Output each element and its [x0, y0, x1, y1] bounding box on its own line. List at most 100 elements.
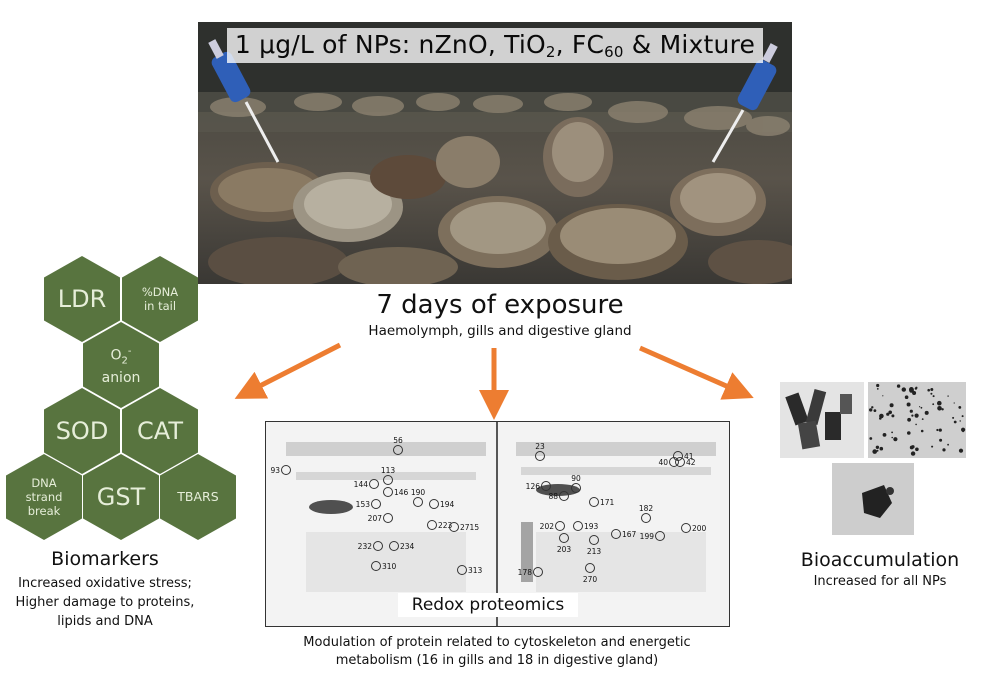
tio2-particle	[962, 430, 964, 433]
gel-spot-label: 171	[600, 498, 615, 507]
tio2-particle	[909, 445, 914, 450]
tio2-particle	[915, 447, 919, 452]
tio2-particle	[869, 437, 873, 440]
hex-o2-anion: O2-anion	[83, 322, 159, 408]
gel-spot-label: 203	[557, 545, 572, 554]
gel-spot-circle	[383, 475, 393, 485]
arrow-to-bioaccumulation	[638, 345, 754, 400]
gel-spot-label: 207	[368, 514, 383, 523]
biomarkers-title: Biomarkers	[51, 548, 159, 570]
gel-spot-label: 200	[692, 524, 707, 533]
clam-exposure-photo: 1 μg/L of NPs: nZnO, TiO2, FC60 & Mixtur…	[198, 22, 792, 284]
gel-spot-label: 144	[354, 480, 369, 489]
gel-spot-circle	[427, 520, 437, 530]
gel-spot-circle	[371, 561, 381, 571]
dna-tail-line-1: %DNA	[141, 285, 179, 299]
gel-spot-circle	[393, 445, 403, 455]
photo-title: 1 μg/L of NPs: nZnO, TiO2, FC60 & Mixtur…	[198, 28, 792, 63]
tio2-particle	[914, 387, 918, 390]
tio2-particle	[947, 395, 949, 397]
gel-spot-label: 41	[684, 452, 694, 461]
hex-gst-label: GST	[96, 483, 146, 511]
gel-spot-label: 223	[438, 521, 453, 530]
o2-sub: 2	[121, 355, 128, 367]
gel-spot-label: 234	[400, 542, 415, 551]
gel-spot-label: 178	[518, 568, 533, 577]
gel-spot-circle	[533, 567, 543, 577]
gel-spot-circle	[535, 451, 545, 461]
biomarkers-line-2: Higher damage to proteins,	[15, 595, 195, 610]
gel-spot-circle	[589, 535, 599, 545]
gel-spot-circle	[589, 497, 599, 507]
gel-spot-label: 90	[571, 474, 581, 483]
pipette-left-icon	[208, 39, 280, 163]
gel-spot-circle	[669, 457, 679, 467]
tio2-particle	[947, 443, 949, 446]
tem-nzno-particles	[785, 389, 852, 450]
tio2-particle	[924, 410, 929, 415]
gel-spot-label: 190	[411, 488, 426, 497]
gel-spot-label: 167	[622, 530, 637, 539]
tio2-particle	[942, 448, 946, 452]
gel-spot-circle	[383, 513, 393, 523]
gel-spot-circle	[559, 491, 569, 501]
tio2-particle	[906, 402, 911, 407]
tio2-particle	[873, 409, 877, 412]
gel-spot-label: 40	[658, 458, 668, 467]
tio2-particle	[876, 388, 879, 390]
gel-spot-label: 213	[587, 547, 602, 556]
dna-break-line-2: strand	[25, 490, 63, 504]
gel-spot-label: 2715	[460, 523, 479, 532]
tio2-particle	[872, 449, 877, 454]
gel-spot-circle	[389, 541, 399, 551]
caption-line-1: Modulation of protein related to cytoske…	[303, 635, 691, 650]
tio2-particle	[912, 391, 917, 395]
gel-spot-label: 270	[583, 575, 598, 584]
gel-spot-circle	[585, 563, 595, 573]
tio2-particle	[891, 436, 893, 439]
tio2-particle	[958, 448, 964, 453]
tio2-particle	[896, 384, 901, 388]
gel-spot-label: 23	[535, 442, 545, 451]
tio2-particle	[914, 413, 919, 418]
gel-spot-label: 42	[686, 458, 696, 467]
tio2-particle	[930, 392, 933, 395]
gel-spot-label: 153	[356, 500, 371, 509]
tio2-particle	[920, 406, 923, 409]
gel-spot-circle	[373, 541, 383, 551]
arrow-to-biomarkers	[234, 342, 342, 399]
gel-spot-circle	[611, 529, 621, 539]
tio2-particle	[959, 420, 961, 422]
tio2-particle	[958, 406, 962, 409]
tio2-particle	[875, 445, 880, 449]
tio2-particle	[939, 438, 943, 442]
tio2-particle	[891, 431, 893, 434]
tio2-particle	[876, 383, 880, 388]
title-mid: , FC	[555, 30, 605, 59]
tio2-particle	[920, 429, 924, 433]
gel-spot-label: 232	[358, 542, 373, 551]
gel-spot-label: 193	[584, 522, 599, 531]
tio2-particle	[882, 395, 884, 397]
tio2-particle	[891, 414, 895, 418]
tio2-particle	[889, 403, 894, 408]
title-prefix: 1 μg/L of NPs: nZnO, TiO	[234, 30, 546, 59]
tem-image-tio2	[868, 382, 966, 458]
gel-spot-circle	[675, 457, 685, 467]
tio2-particle	[931, 445, 934, 448]
o2-anion: anion	[101, 369, 141, 386]
tio2-particle	[932, 395, 935, 398]
title-sub-60: 60	[604, 43, 624, 61]
gel-spot-label: 202	[540, 522, 555, 531]
tio2-particle	[953, 402, 955, 404]
tio2-particle	[901, 387, 906, 392]
bioaccumulation-title: Bioaccumulation	[800, 549, 960, 571]
tio2-particle	[961, 427, 966, 432]
hex-sod: SOD	[44, 388, 120, 474]
gel-spot-circle	[281, 465, 291, 475]
